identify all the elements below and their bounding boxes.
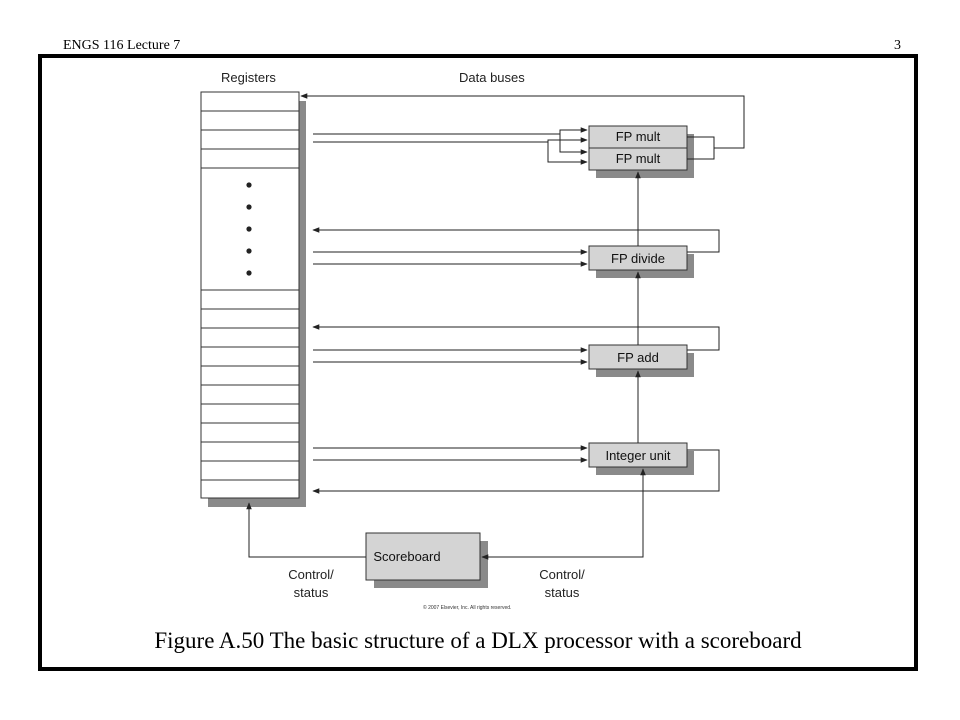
fp-mult-2-input-b: [547, 142, 588, 165]
control-status-right-line2: status: [545, 585, 580, 600]
figure-caption: Figure A.50 The basic structure of a DLX…: [154, 628, 802, 653]
fp-add-result-bus: [312, 324, 720, 351]
page-number: 3: [894, 38, 901, 53]
fp-mult-2-input-a: [559, 134, 588, 155]
control-scoreboard-registers: [246, 502, 366, 558]
fp-mult-1-label: FP mult: [616, 129, 661, 144]
register-dividers: [201, 110, 299, 481]
scoreboard-block: Scoreboard: [365, 532, 488, 588]
fp-divide-label: FP divide: [611, 251, 665, 266]
unit-fp-divide: FP divide: [588, 245, 694, 278]
control-status-left-line1: Control/: [288, 567, 334, 582]
copyright-notice: © 2007 Elsevier, Inc. All rights reserve…: [423, 604, 511, 611]
unit-integer: Integer unit: [588, 442, 694, 475]
integer-unit-label: Integer unit: [605, 448, 670, 463]
control-scoreboard-units: [481, 468, 646, 560]
scoreboard-label: Scoreboard: [373, 549, 440, 564]
fp-mult-result-bus: [300, 93, 745, 149]
registers-label: Registers: [221, 70, 276, 85]
register-ellipsis-dots: [246, 182, 252, 276]
fp-divide-result-bus: [312, 227, 720, 253]
fp-divide-box: [588, 245, 688, 271]
control-status-left-line2: status: [294, 585, 329, 600]
fp-mult-2-label: FP mult: [616, 151, 661, 166]
data-buses-label: Data buses: [459, 70, 525, 85]
register-file: [200, 91, 306, 507]
fp-mult-1-input-a: [559, 127, 588, 134]
unit-fp-add: FP add: [588, 344, 694, 377]
scoreboard-box: [365, 532, 481, 581]
control-status-right-line1: Control/: [539, 567, 585, 582]
fp-add-label: FP add: [617, 350, 659, 365]
unit-fp-mult-pair: FP mult FP mult: [588, 125, 694, 178]
lecture-header: ENGS 116 Lecture 7: [63, 38, 181, 53]
fp-mult-1-input-b: [547, 137, 588, 143]
register-file-box: [200, 91, 300, 499]
bus-lines: [246, 93, 745, 560]
slide-frame: [38, 54, 918, 671]
fp-add-box: [588, 344, 688, 370]
